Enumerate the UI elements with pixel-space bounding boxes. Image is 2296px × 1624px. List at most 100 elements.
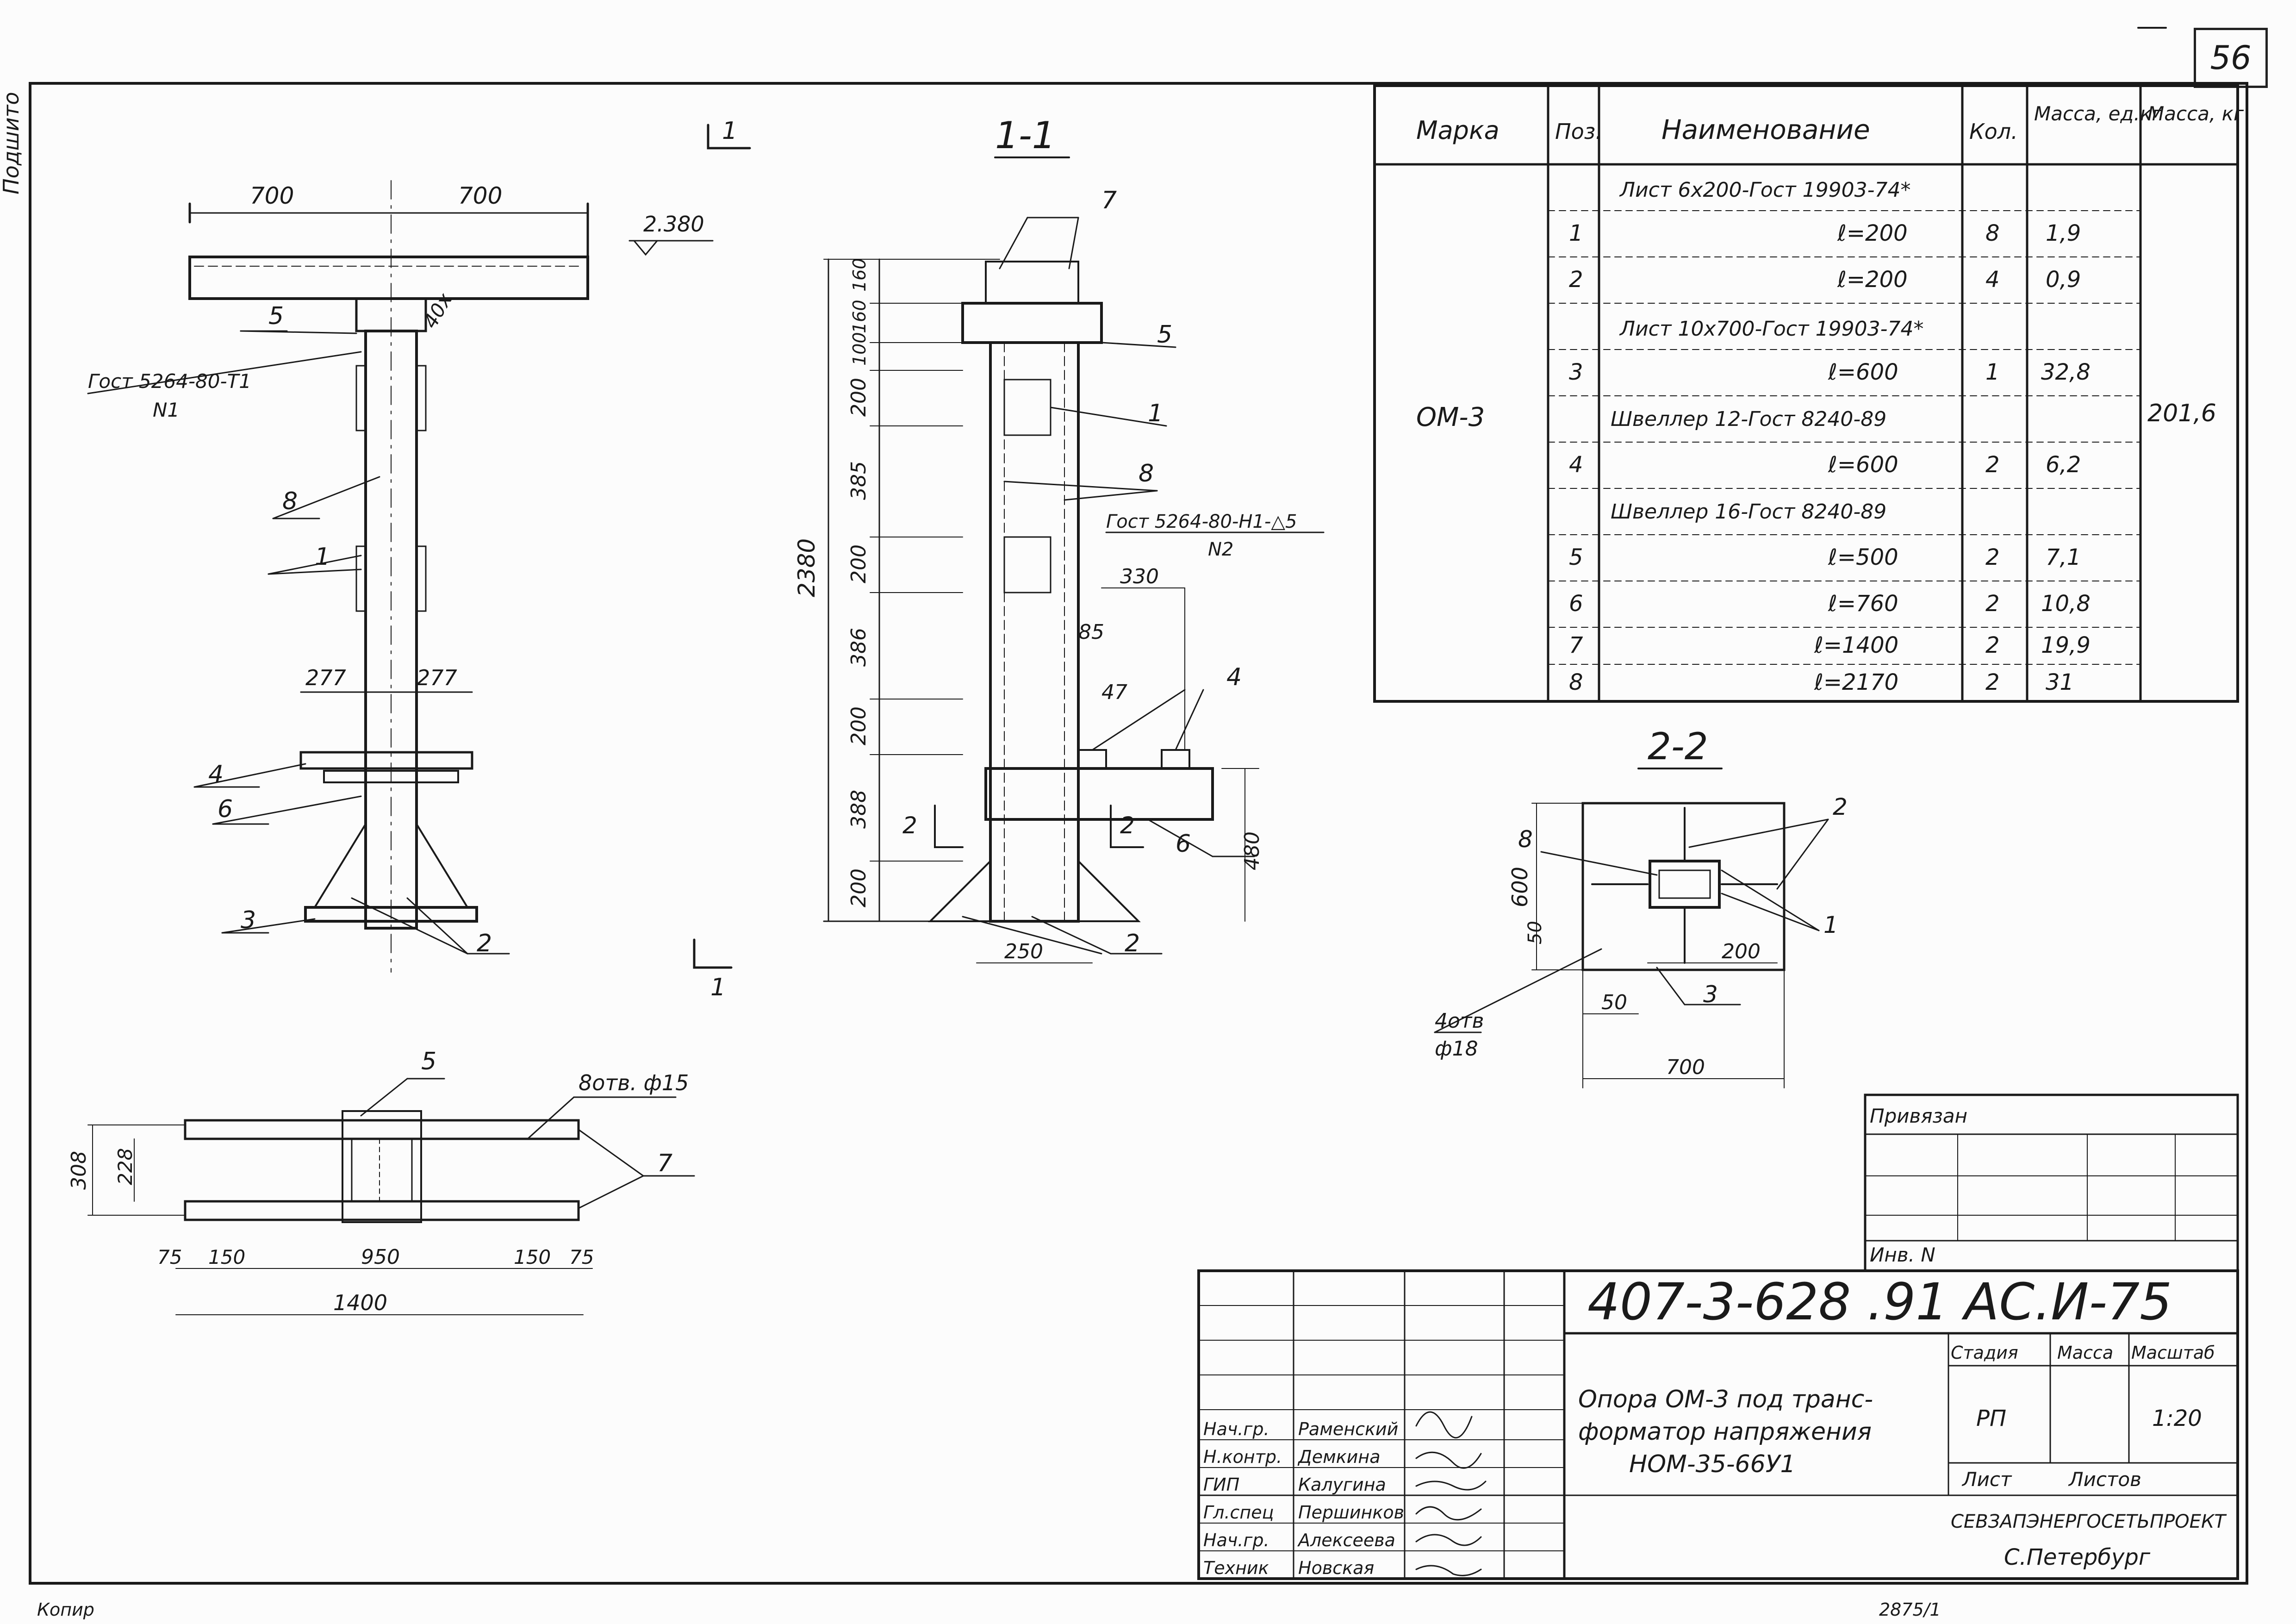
label-8-s22: 8 xyxy=(1518,826,1533,853)
row-2-name: ℓ=200 xyxy=(1837,267,1908,293)
dim-330: 330 xyxy=(1120,565,1159,588)
dim-480: 480 xyxy=(1240,831,1264,870)
section-1-1-title: 1-1 xyxy=(995,114,1056,157)
row-10-name: ℓ=1400 xyxy=(1814,632,1898,658)
row-8-name: ℓ=500 xyxy=(1828,544,1898,570)
dim-150-right: 150 xyxy=(514,1246,551,1268)
label-2-s22: 2 xyxy=(1833,793,1848,820)
dim-228: 228 xyxy=(114,1148,137,1185)
dim-200-d: 200 xyxy=(847,868,871,907)
stage-value: РП xyxy=(1976,1405,2006,1431)
dim-75-right: 75 xyxy=(569,1246,594,1268)
dim-277-left: 277 xyxy=(305,665,346,690)
dim-200-a: 200 xyxy=(847,378,871,417)
gost-5264-t1: Гост 5264-80-Т1 xyxy=(88,370,251,393)
row-2-pos: 2 xyxy=(1569,267,1583,293)
label-8-section: 8 xyxy=(1139,460,1154,487)
dim-388: 388 xyxy=(847,790,871,829)
mass-label: Масса xyxy=(2057,1343,2113,1363)
section-2-2-title: 2-2 xyxy=(1648,725,1708,768)
row-11-mass: 31 xyxy=(2046,669,2074,695)
dim-50-h: 50 xyxy=(1601,991,1627,1014)
role-4: Нач.гр. xyxy=(1203,1530,1269,1550)
label-6-section: 6 xyxy=(1176,830,1191,858)
spec-table: Марка Поз. Наименование Кол. Масса, ед.к… xyxy=(1373,84,2244,703)
th-name: Наименование xyxy=(1661,114,1870,145)
label-1-s22: 1 xyxy=(1823,912,1838,938)
row-3-name: Лист 10х700-Гост 19903-74* xyxy=(1619,317,1923,341)
row-4-name: ℓ=600 xyxy=(1828,359,1898,385)
row-11-name: ℓ=2170 xyxy=(1814,669,1898,695)
hole-d18: ф18 xyxy=(1435,1037,1478,1061)
name-1: Демкина xyxy=(1297,1447,1381,1467)
n2-label: N2 xyxy=(1208,539,1233,560)
dim-700-right: 700 xyxy=(458,182,502,209)
label-4: 4 xyxy=(208,761,224,788)
dim-47: 47 xyxy=(1101,681,1127,704)
title-block: Привязан Инв. N 407-3-628 .91 АС. xyxy=(37,1093,2239,1620)
signature-scribbles xyxy=(1415,1411,1487,1576)
row-10-pos: 7 xyxy=(1569,632,1583,658)
label-5-section: 5 xyxy=(1157,321,1172,349)
scale-value: 1:20 xyxy=(2152,1405,2202,1431)
row-6-name: ℓ=600 xyxy=(1828,452,1898,478)
dim-308: 308 xyxy=(67,1151,91,1190)
label-1: 1 xyxy=(315,543,330,571)
label-4-section: 4 xyxy=(1226,663,1242,691)
dim-600: 600 xyxy=(1507,867,1532,907)
label-5: 5 xyxy=(268,302,284,330)
role-3: Гл.спец xyxy=(1203,1502,1274,1523)
name-4: Алексеева xyxy=(1297,1530,1395,1550)
section-2-2: 2-2 600 50 200 50 700 4отв ф18 xyxy=(1434,725,1848,1088)
label-3-s22: 3 xyxy=(1703,981,1718,1008)
elevation-view: 700 700 2.380 277 277 xyxy=(87,117,751,1001)
name-2: Калугина xyxy=(1298,1474,1386,1495)
label-1-section: 1 xyxy=(1148,400,1163,427)
bottom-copier: Копир xyxy=(37,1599,94,1620)
section-mark-2-left: 2 xyxy=(902,812,917,839)
row-6-pos: 4 xyxy=(1569,452,1583,478)
th-unit-mass: Масса, ед.кг xyxy=(2034,102,2162,125)
desc-line-2: форматор напряжения xyxy=(1578,1418,1872,1446)
row-8-pos: 5 xyxy=(1569,544,1583,570)
dim-160-b: 160 xyxy=(849,300,870,333)
row-10-qty: 2 xyxy=(1985,632,2000,658)
row-10-mass: 19,9 xyxy=(2041,632,2091,658)
section-mark-bottom: 1 xyxy=(710,974,726,1001)
total-mass: 201,6 xyxy=(2147,400,2216,427)
row-11-qty: 2 xyxy=(1985,669,2000,695)
dim-160-a: 160 xyxy=(849,258,870,292)
label-7: 7 xyxy=(1101,187,1117,214)
desc-line-3: НОМ-35-66У1 xyxy=(1629,1450,1796,1478)
bottom-code: 2875/1 xyxy=(1879,1599,1941,1620)
sheets-label: Листов xyxy=(2068,1468,2141,1491)
dim-386: 386 xyxy=(847,628,871,667)
label-8: 8 xyxy=(282,487,298,515)
doc-code: 407-3-628 .91 АС.И-75 xyxy=(1587,1272,2172,1331)
section-mark-2-right: 2 xyxy=(1120,812,1135,839)
row-2-mass: 0,9 xyxy=(2046,267,2081,293)
th-qty: Кол. xyxy=(1969,119,2018,144)
row-7-name: Швеллер 16-Гост 8240-89 xyxy=(1611,500,1886,524)
section-mark-top: 1 xyxy=(722,117,737,145)
row-1-qty: 8 xyxy=(1985,220,2000,246)
plan-view: 308 228 75 150 950 150 75 1400 8отв. ф15… xyxy=(67,1048,695,1315)
row-2-qty: 4 xyxy=(1985,267,2000,293)
th-mark: Марка xyxy=(1416,116,1500,145)
dim-1400: 1400 xyxy=(333,1290,387,1315)
row-9-qty: 2 xyxy=(1985,591,2000,617)
dim-2380: 2380 xyxy=(793,538,820,597)
row-1-mass: 1,9 xyxy=(2046,220,2081,246)
weld-40: 40x xyxy=(419,289,457,332)
name-3: Першинков xyxy=(1298,1502,1404,1523)
row-8-qty: 2 xyxy=(1985,544,2000,570)
role-1: Н.контр. xyxy=(1203,1447,1282,1467)
label-2: 2 xyxy=(477,930,492,957)
row-8-mass: 7,1 xyxy=(2046,544,2081,570)
label-7-plan: 7 xyxy=(657,1149,672,1177)
stage-label: Стадия xyxy=(1951,1343,2018,1363)
gost-5264-n1: Гост 5264-80-Н1-△5 xyxy=(1106,511,1297,532)
row-4-pos: 3 xyxy=(1569,359,1583,385)
dim-200: 200 xyxy=(1722,940,1761,963)
